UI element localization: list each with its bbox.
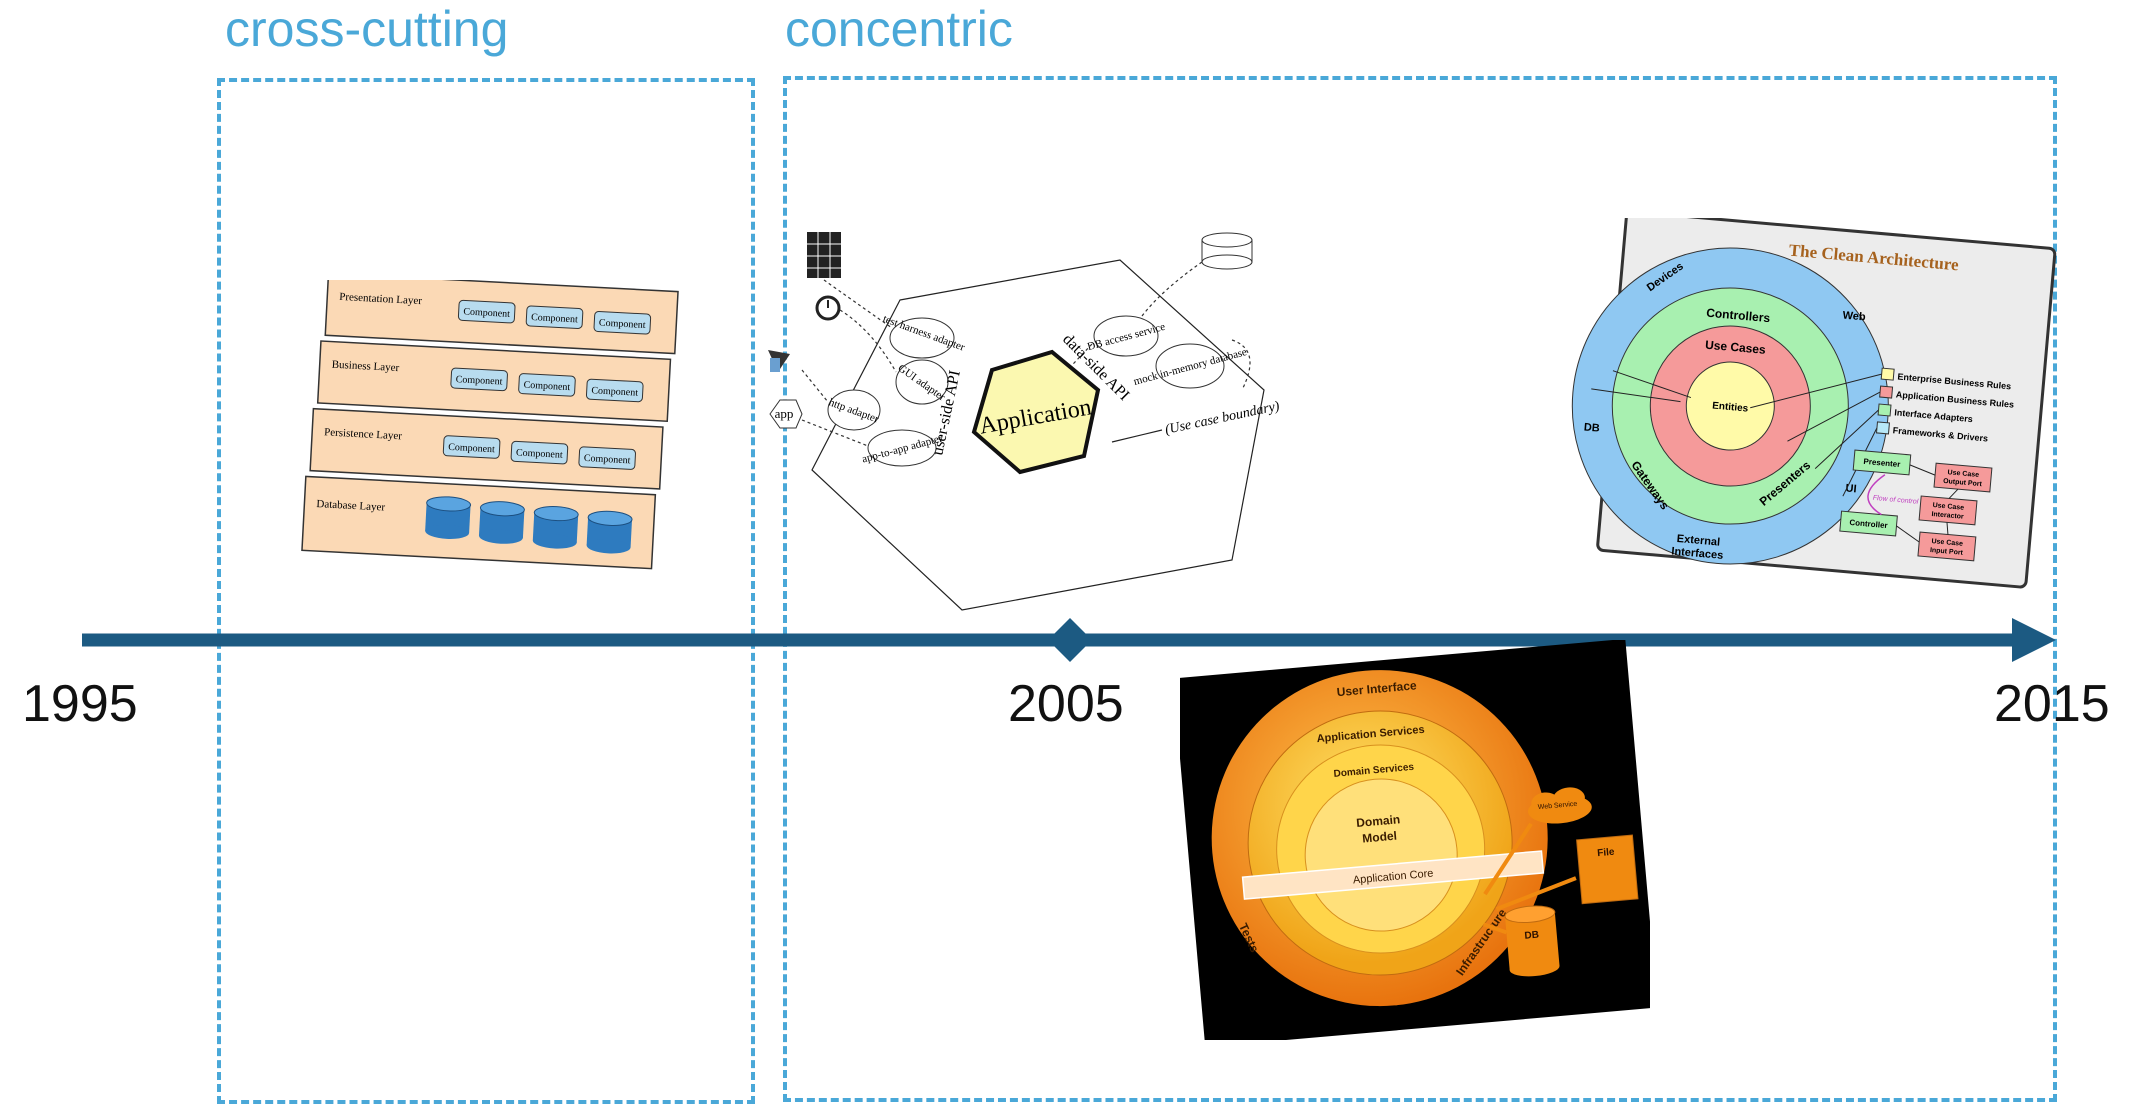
year-1995: 1995 — [22, 675, 138, 733]
outer-hexagon — [811, 259, 1265, 611]
application-core-band — [1241, 850, 1545, 900]
database-icon — [1504, 905, 1560, 977]
layer-name: Persistence Layer — [324, 426, 403, 442]
cloud-icon — [1527, 787, 1592, 824]
database-icon — [1201, 232, 1253, 270]
timeline-arrowhead — [2012, 618, 2056, 662]
dependency-arrows — [1591, 370, 1882, 497]
database-icon — [586, 510, 633, 554]
group-label-cross-cutting: cross-cutting — [225, 1, 509, 57]
group-box-cross-cutting — [217, 78, 755, 1104]
component-label: Component — [463, 306, 510, 319]
component-label: Component — [455, 374, 502, 387]
flow-arrows — [1896, 464, 1959, 543]
database-icon — [478, 501, 525, 544]
layered-architecture-diagram: Presentation Layer Component Component C… — [301, 280, 679, 570]
onion-label-db: DB — [1524, 930, 1539, 942]
ring-label-external: External — [1676, 533, 1720, 549]
onion-label-domain: Domain — [1356, 812, 1401, 830]
layer-persistence: Persistence Layer Component Component Co… — [309, 407, 664, 490]
onion-label-user-interface: User Interface — [1336, 678, 1417, 699]
component-label: Component — [591, 385, 638, 398]
clock-icon — [815, 295, 841, 321]
boundary-arrow — [1111, 429, 1163, 443]
onion-label-web-service: Web Service — [1538, 801, 1578, 811]
database-icon — [425, 496, 472, 539]
onion-label-file: File — [1597, 847, 1616, 859]
ring-label-db: DB — [1583, 421, 1600, 434]
layer-name: Business Layer — [331, 359, 399, 375]
flow-of-control-curve — [1867, 474, 1886, 516]
layer-business: Business Layer Component Component Compo… — [316, 340, 672, 423]
layer-name: Database Layer — [316, 498, 386, 514]
application-hexagon — [971, 349, 1101, 475]
adapter-gui — [895, 359, 949, 405]
flow-of-control-label: Flow of control — [1872, 495, 1918, 506]
onion-label-model: Model — [1362, 829, 1398, 846]
year-2005: 2005 — [1008, 675, 1124, 733]
layer-presentation: Presentation Layer Component Component C… — [324, 280, 679, 355]
adapter-app-to-app — [867, 429, 937, 467]
group-box-concentric — [783, 76, 2057, 1102]
grid-icon — [807, 232, 841, 278]
file-icon — [1576, 834, 1639, 905]
flow-output-port-2: Output Port — [1943, 478, 1983, 488]
flow-output-port-1: Use Case — [1947, 469, 1979, 479]
mock-in-memory-database — [1155, 343, 1225, 389]
satellite-icon — [768, 350, 790, 372]
clean-architecture-diagram: The Clean Architecture Devices Web DB UI… — [1571, 218, 2057, 589]
component-label: Component — [523, 380, 570, 393]
ring-label-entities: Entities — [1712, 400, 1749, 414]
group-label-concentric: concentric — [785, 1, 1013, 57]
control-flow-diagram: Presenter Use Case Output Port Use Case … — [1839, 449, 1993, 562]
flow-input-port-1: Use Case — [1931, 538, 1963, 548]
timeline-milestone-2005 — [1048, 618, 1092, 662]
connector-lines — [801, 261, 1251, 447]
ring-label-interfaces: Interfaces — [1671, 545, 1724, 561]
app-label: app — [775, 406, 794, 421]
infrastructure-arrows — [1482, 822, 1577, 935]
component-label: Component — [599, 318, 646, 331]
ring-label-controllers: Controllers — [1706, 306, 1771, 326]
ring-domain-model — [1304, 778, 1458, 932]
db-access-service — [1093, 315, 1159, 357]
flow-interactor-1: Use Case — [1932, 502, 1964, 512]
component-label: Component — [584, 453, 631, 466]
use-case-boundary-label: (Use case boundary) — [1164, 399, 1282, 438]
onion-architecture-diagram: User Interface Application Services Doma… — [1180, 640, 1650, 1040]
hexagonal-architecture-diagram: app test harness adapter GUI adapter htt… — [768, 232, 1282, 611]
component-label: Component — [531, 312, 578, 325]
ring-entities — [1685, 361, 1775, 451]
component-label: Component — [516, 447, 563, 460]
layer-database: Database Layer — [301, 475, 657, 570]
year-2015: 2015 — [1994, 675, 2110, 733]
flow-presenter: Presenter — [1863, 457, 1901, 469]
database-icon — [532, 505, 579, 549]
app-hexagon — [769, 399, 803, 429]
adapter-test-harness — [889, 317, 955, 359]
component-label: Component — [448, 442, 495, 455]
flow-controller: Controller — [1849, 518, 1888, 530]
ring-label-web: Web — [1842, 309, 1866, 323]
adapter-http — [827, 389, 881, 431]
flow-input-port-2: Input Port — [1930, 547, 1964, 557]
ring-label-use-cases: Use Cases — [1705, 338, 1767, 357]
layer-name: Presentation Layer — [339, 291, 423, 307]
flow-interactor-2: Interactor — [1931, 511, 1964, 521]
